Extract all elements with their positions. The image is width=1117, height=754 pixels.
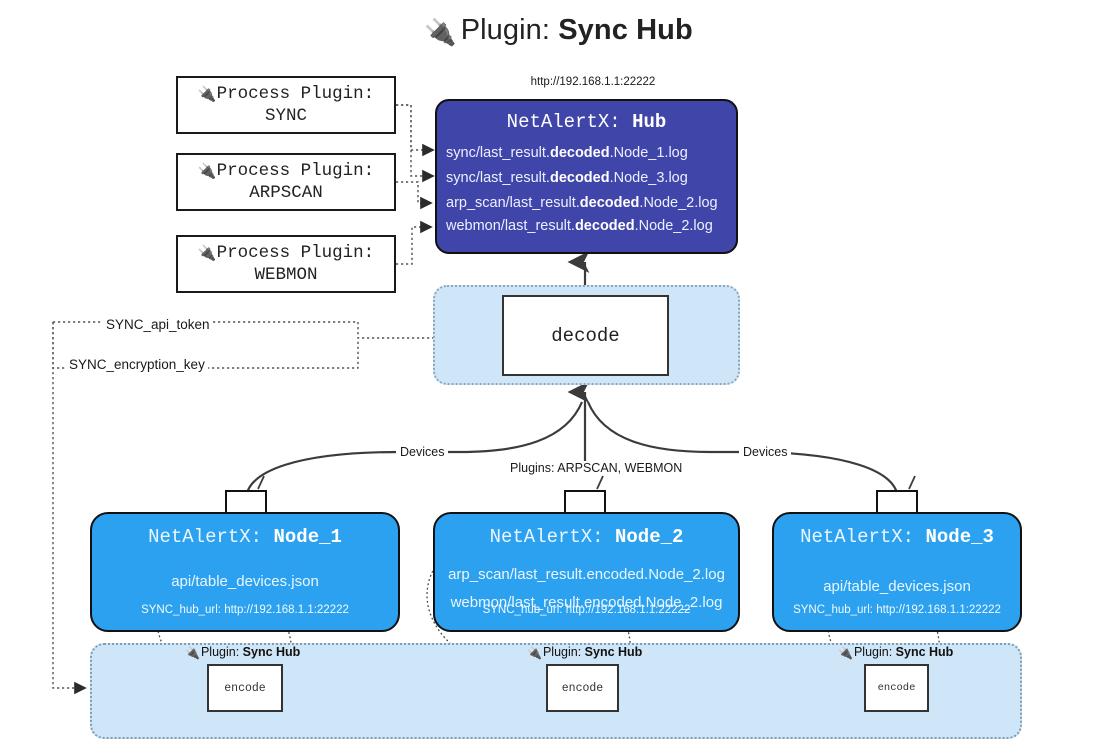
page-title-name: Sync Hub <box>558 14 693 46</box>
hub-log-line: sync/last_result.decoded.Node_1.log <box>446 145 688 161</box>
process-plugin-sync-line2: SYNC <box>264 105 307 126</box>
page-title-prefix: Plugin: <box>460 14 551 46</box>
plug-icon: 🔌 <box>197 86 217 104</box>
encode-caption: 🔌Plugin: Sync Hub <box>838 645 954 660</box>
plug-icon: 🔌 <box>185 646 200 660</box>
node-hub-url: SYNC_hub_url: http://192.168.1.1:22222 <box>482 604 691 616</box>
process-plugin-arpscan-line2: ARPSCAN <box>249 182 323 203</box>
encode-box[interactable]: encode <box>864 664 929 712</box>
hub-log-line: webmon/last_result.decoded.Node_2.log <box>446 218 713 234</box>
plug-icon: 🔌 <box>197 163 217 181</box>
process-plugin-arpscan-line1: 🔌Process Plugin: <box>197 160 375 181</box>
node-hub-url: SYNC_hub_url: http://192.168.1.1:22222 <box>793 604 1001 616</box>
decode-box[interactable]: decode <box>502 295 669 376</box>
encode-box[interactable]: encode <box>207 664 283 712</box>
node-title: NetAlertX: Node_1 <box>148 526 342 548</box>
hub-title: NetAlertX: Hub <box>506 111 667 133</box>
encode-caption: 🔌Plugin: Sync Hub <box>527 645 643 660</box>
hub-node-box[interactable]: NetAlertX: Hub sync/last_result.decoded.… <box>435 99 738 254</box>
node-payload-line: arp_scan/last_result.encoded.Node_2.log <box>448 566 725 583</box>
plug-icon: 🔌 <box>424 17 457 47</box>
flow-label-devices-left: Devices <box>396 445 449 459</box>
process-plugin-arpscan[interactable]: 🔌Process Plugin: ARPSCAN <box>176 153 396 211</box>
node-payload-line: api/table_devices.json <box>171 573 319 590</box>
node-title: NetAlertX: Node_3 <box>800 526 994 548</box>
node-title: NetAlertX: Node_2 <box>489 526 684 548</box>
hub-log-line: sync/last_result.decoded.Node_3.log <box>446 170 688 186</box>
plug-icon: 🔌 <box>838 646 853 660</box>
plug-icon: 🔌 <box>527 646 542 660</box>
process-plugin-webmon-line1: 🔌Process Plugin: <box>197 242 375 263</box>
page-title: 🔌Plugin: Sync Hub <box>0 14 1117 48</box>
plug-icon: 🔌 <box>197 245 217 263</box>
process-plugin-sync-line1: 🔌Process Plugin: <box>197 83 375 104</box>
node-box-node-2[interactable]: NetAlertX: Node_2 arp_scan/last_result.e… <box>433 512 740 632</box>
node-payload-line: api/table_devices.json <box>823 578 971 595</box>
flow-label-devices-right: Devices <box>739 445 792 459</box>
encode-caption: 🔌Plugin: Sync Hub <box>185 645 301 660</box>
encode-box[interactable]: encode <box>546 664 619 712</box>
flow-label-plugins: Plugins: ARPSCAN, WEBMON <box>506 461 687 475</box>
node-payload-line: webmon/last_result.encoded.Node_2.log <box>450 594 723 611</box>
process-plugin-webmon-line2: WEBMON <box>254 264 318 285</box>
node-box-node-1[interactable]: NetAlertX: Node_1 api/table_devices.json… <box>90 512 400 632</box>
config-encryption-key-label: SYNC_encryption_key <box>66 357 208 372</box>
node-box-node-3[interactable]: NetAlertX: Node_3 api/table_devices.json… <box>772 512 1022 632</box>
process-plugin-webmon[interactable]: 🔌Process Plugin: WEBMON <box>176 235 396 293</box>
config-api-token-label: SYNC_api_token <box>103 317 213 332</box>
node-hub-url: SYNC_hub_url: http://192.168.1.1:22222 <box>141 604 349 616</box>
hub-url-label: http://192.168.1.1:22222 <box>530 76 656 88</box>
hub-log-line: arp_scan/last_result.decoded.Node_2.log <box>446 195 718 211</box>
process-plugin-sync[interactable]: 🔌Process Plugin: SYNC <box>176 76 396 134</box>
